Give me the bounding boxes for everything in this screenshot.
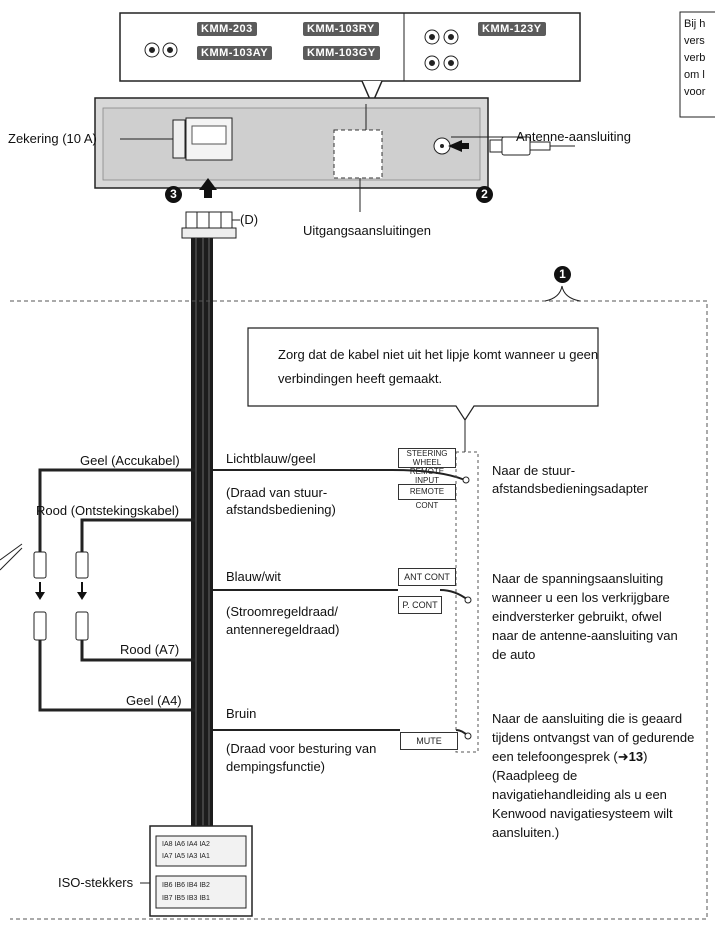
side-note-line: Bij h bbox=[684, 18, 706, 30]
wire-label-red-a7: Rood (A7) bbox=[120, 642, 180, 657]
wire-label-bluewhite: Blauw/wit bbox=[226, 569, 281, 584]
wire-desc: dempingsfunctie) bbox=[226, 759, 325, 774]
model-tag: KMM-203 bbox=[197, 22, 257, 36]
rca-jack-icon bbox=[144, 29, 459, 71]
badge-3: 3 bbox=[165, 186, 182, 203]
iso-pin-row: IB7 IB5 IB3 IB1 bbox=[162, 895, 210, 902]
callout-line: verbindingen heeft gemaakt. bbox=[278, 371, 443, 386]
desc-line: navigatiehandleiding als u een bbox=[492, 787, 667, 802]
wire-desc: afstandsbediening) bbox=[226, 502, 336, 517]
side-note-line: verb bbox=[684, 52, 706, 64]
mute-box: MUTE bbox=[400, 732, 458, 750]
desc-line: Naar de stuur- bbox=[492, 463, 576, 478]
badge-1: 1 bbox=[554, 266, 571, 283]
desc-line: (Raadpleeg de bbox=[492, 768, 578, 783]
side-note-line: om l bbox=[684, 69, 705, 81]
desc-line: aansluiten.) bbox=[492, 825, 560, 840]
desc-text: ) bbox=[643, 749, 648, 764]
wire-label-lightblue: Lichtblauw/geel bbox=[226, 451, 316, 466]
side-note-line: vers bbox=[684, 35, 705, 47]
desc-line: een telefoongesprek (➜13) bbox=[492, 748, 647, 765]
outputs-label: Uitgangsaansluitingen bbox=[303, 223, 431, 238]
arrow-left-icon bbox=[448, 140, 462, 152]
p-cont-box: P. CONT bbox=[398, 596, 442, 614]
desc-line: Naar de aansluiting die is geaard bbox=[492, 711, 683, 726]
wire-desc: (Draad van stuur- bbox=[226, 485, 328, 500]
side-note-box bbox=[679, 11, 715, 118]
wire-desc: antenneregeldraad) bbox=[226, 622, 340, 637]
callout-line: Zorg dat de kabel niet uit het lipje kom… bbox=[278, 347, 599, 362]
desc-line: tijdens ontvangst van of gedurende bbox=[492, 730, 695, 745]
desc-line: naar de antenne-aansluiting van bbox=[492, 628, 678, 643]
badge-2: 2 bbox=[476, 186, 493, 203]
iso-pin-row: IB6 IB6 IB4 IB2 bbox=[162, 882, 210, 889]
antenna-label: Antenne-aansluiting bbox=[516, 129, 631, 144]
desc-text: een telefoongesprek ( bbox=[492, 749, 618, 764]
model-tag: KMM-103AY bbox=[197, 46, 273, 60]
remote-cont-box: REMOTE CONT bbox=[398, 484, 456, 510]
wire-desc: (Stroomregeldraad/ bbox=[226, 604, 338, 619]
wire-label-red-ignition: Rood (Ontstekingskabel) bbox=[36, 503, 180, 518]
iso-pin-row: IA8 IA6 IA4 IA2 bbox=[162, 841, 210, 848]
wire-desc: (Draad voor besturing van bbox=[226, 741, 377, 756]
side-note-line: voor bbox=[684, 86, 706, 98]
iso-pin-row: IA7 IA5 IA3 IA1 bbox=[162, 853, 210, 860]
model-tag: KMM-103GY bbox=[303, 46, 380, 60]
desc-line: eindversterker gebruikt, ofwel bbox=[492, 609, 662, 624]
antenna-plug-icon bbox=[489, 136, 575, 156]
desc-line: wanneer u een los verkrijgbare bbox=[492, 590, 670, 605]
connector-d-label: (D) bbox=[240, 212, 259, 227]
iso-label: ISO-stekkers bbox=[58, 875, 134, 890]
desc-line: Naar de spanningsaansluiting bbox=[492, 571, 664, 586]
arrow-up-icon bbox=[199, 178, 217, 198]
wire-label-yellow-battery: Geel (Accukabel) bbox=[80, 453, 180, 468]
spade-connector-icon bbox=[33, 551, 89, 641]
box-label: STEERING WHEEL bbox=[406, 449, 448, 467]
box-label: REMOTE INPUT bbox=[409, 467, 445, 485]
ant-cont-box: ANT CONT bbox=[398, 568, 456, 586]
desc-line: de auto bbox=[492, 647, 536, 662]
desc-line: Kenwood navigatiesysteem wilt bbox=[492, 806, 673, 821]
page-ref: 13 bbox=[628, 749, 644, 764]
wire-label-yellow-a4: Geel (A4) bbox=[126, 693, 182, 708]
fuse-label: Zekering (10 A) bbox=[8, 131, 97, 146]
model-tag: KMM-123Y bbox=[478, 22, 546, 36]
arrow-right-icon: ➜ bbox=[617, 749, 629, 764]
steering-input-box: STEERING WHEEL REMOTE INPUT bbox=[398, 448, 456, 485]
model-tag: KMM-103RY bbox=[303, 22, 379, 36]
desc-line: afstandsbedieningsadapter bbox=[492, 481, 649, 496]
wire-label-brown: Bruin bbox=[226, 706, 257, 721]
